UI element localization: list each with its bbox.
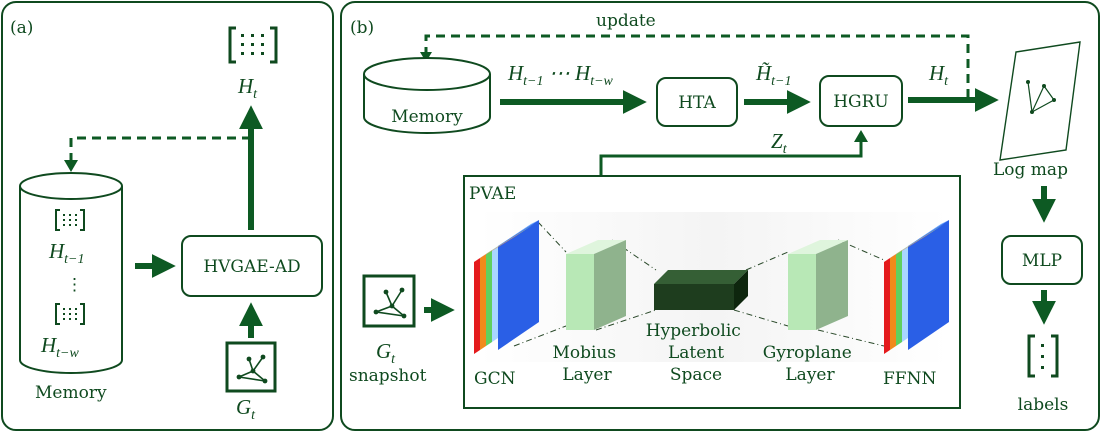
stage-label-gcn: GCN xyxy=(474,369,516,389)
hta-box xyxy=(656,77,738,127)
memory-item-oldest: Ht−w xyxy=(40,333,80,361)
matrix-icon xyxy=(55,209,85,231)
dashed-update-path xyxy=(424,34,970,98)
memory-label: Memory xyxy=(35,383,107,403)
dashed-update-head xyxy=(420,52,432,62)
gcn-layer-stack xyxy=(474,220,539,354)
pvae-connectors xyxy=(513,221,885,347)
memory-item-prev: Ht−1 xyxy=(48,239,85,267)
log-map-label: Log map xyxy=(993,160,1068,180)
dashed-update-head xyxy=(64,160,78,172)
memory-label: Memory xyxy=(391,107,463,127)
latent-output-label: Zt xyxy=(771,129,788,157)
stage-label-ffnn: FFNN xyxy=(883,369,936,389)
stage-label-mobius-text-line-2: Layer xyxy=(562,365,612,385)
hvgae-ad-label: HVGAE-AD xyxy=(203,257,300,277)
memory-cylinder xyxy=(363,57,491,134)
graph-icon xyxy=(362,274,416,328)
ffnn-layer-stack xyxy=(884,220,949,354)
snapshot-caption: snapshot xyxy=(349,366,427,386)
hgru-label: HGRU xyxy=(833,92,889,112)
stage-label-latent-text-line-3: Space xyxy=(670,365,722,385)
vector-icon xyxy=(1027,334,1059,378)
panel-a-input-symbol: Gt xyxy=(236,395,256,423)
panel-b-label: (b) xyxy=(350,18,374,38)
log-map-plane xyxy=(999,41,1081,161)
labels-label: labels xyxy=(1018,395,1069,415)
stage-label-latent-text: Hyperbolic xyxy=(646,321,741,341)
graph-icon xyxy=(225,341,277,393)
gyroplane-layer-block xyxy=(788,240,848,330)
mlp-label: MLP xyxy=(1022,251,1062,271)
memory-ellipsis: ⋮ xyxy=(66,275,83,295)
panel-a: (a) Ht Ht−1 ⋮ xyxy=(1,1,334,431)
stage-label-mobius: Mobius Layer xyxy=(552,343,621,385)
mobius-layer-block xyxy=(566,240,626,330)
snapshot-symbol: Gt xyxy=(376,339,396,367)
latent-space-block xyxy=(654,270,748,310)
latent-arrow-head xyxy=(854,130,868,142)
panel-a-label: (a) xyxy=(10,18,33,38)
stage-label-gyroplane: Gyroplane Layer xyxy=(763,343,857,385)
stage-label-gyroplane-text: Gyroplane xyxy=(763,343,852,363)
panel-a-frame xyxy=(1,1,334,431)
stage-label-mobius-text: Mobius xyxy=(552,343,616,363)
update-label: update xyxy=(596,11,656,31)
mlp-box xyxy=(1001,235,1083,285)
stage-label-latent-text-line-2: Latent xyxy=(668,343,724,363)
hgru-output-label: Ht xyxy=(928,61,949,89)
panel-b: (b) update Memory Ht−1 ⋯ Ht−w HTA H̃t−1 … xyxy=(340,1,1100,431)
hgru-box xyxy=(819,75,903,127)
hta-output-label: H̃t−1 xyxy=(755,61,792,89)
dashed-update-arrow xyxy=(69,136,251,160)
stage-label-gyroplane-text-line-2: Layer xyxy=(785,365,835,385)
hta-label: HTA xyxy=(678,93,716,113)
matrix-icon xyxy=(55,303,85,325)
memory-cylinder xyxy=(19,172,123,374)
matrix-icon xyxy=(228,26,278,64)
hvgae-ad-box xyxy=(181,235,323,297)
panel-a-output-symbol: Ht xyxy=(237,74,258,102)
panel-b-frame xyxy=(340,1,1100,431)
memory-output-label: Ht−1 ⋯ Ht−w xyxy=(507,61,614,89)
pvae-title: PVAE xyxy=(469,184,516,204)
